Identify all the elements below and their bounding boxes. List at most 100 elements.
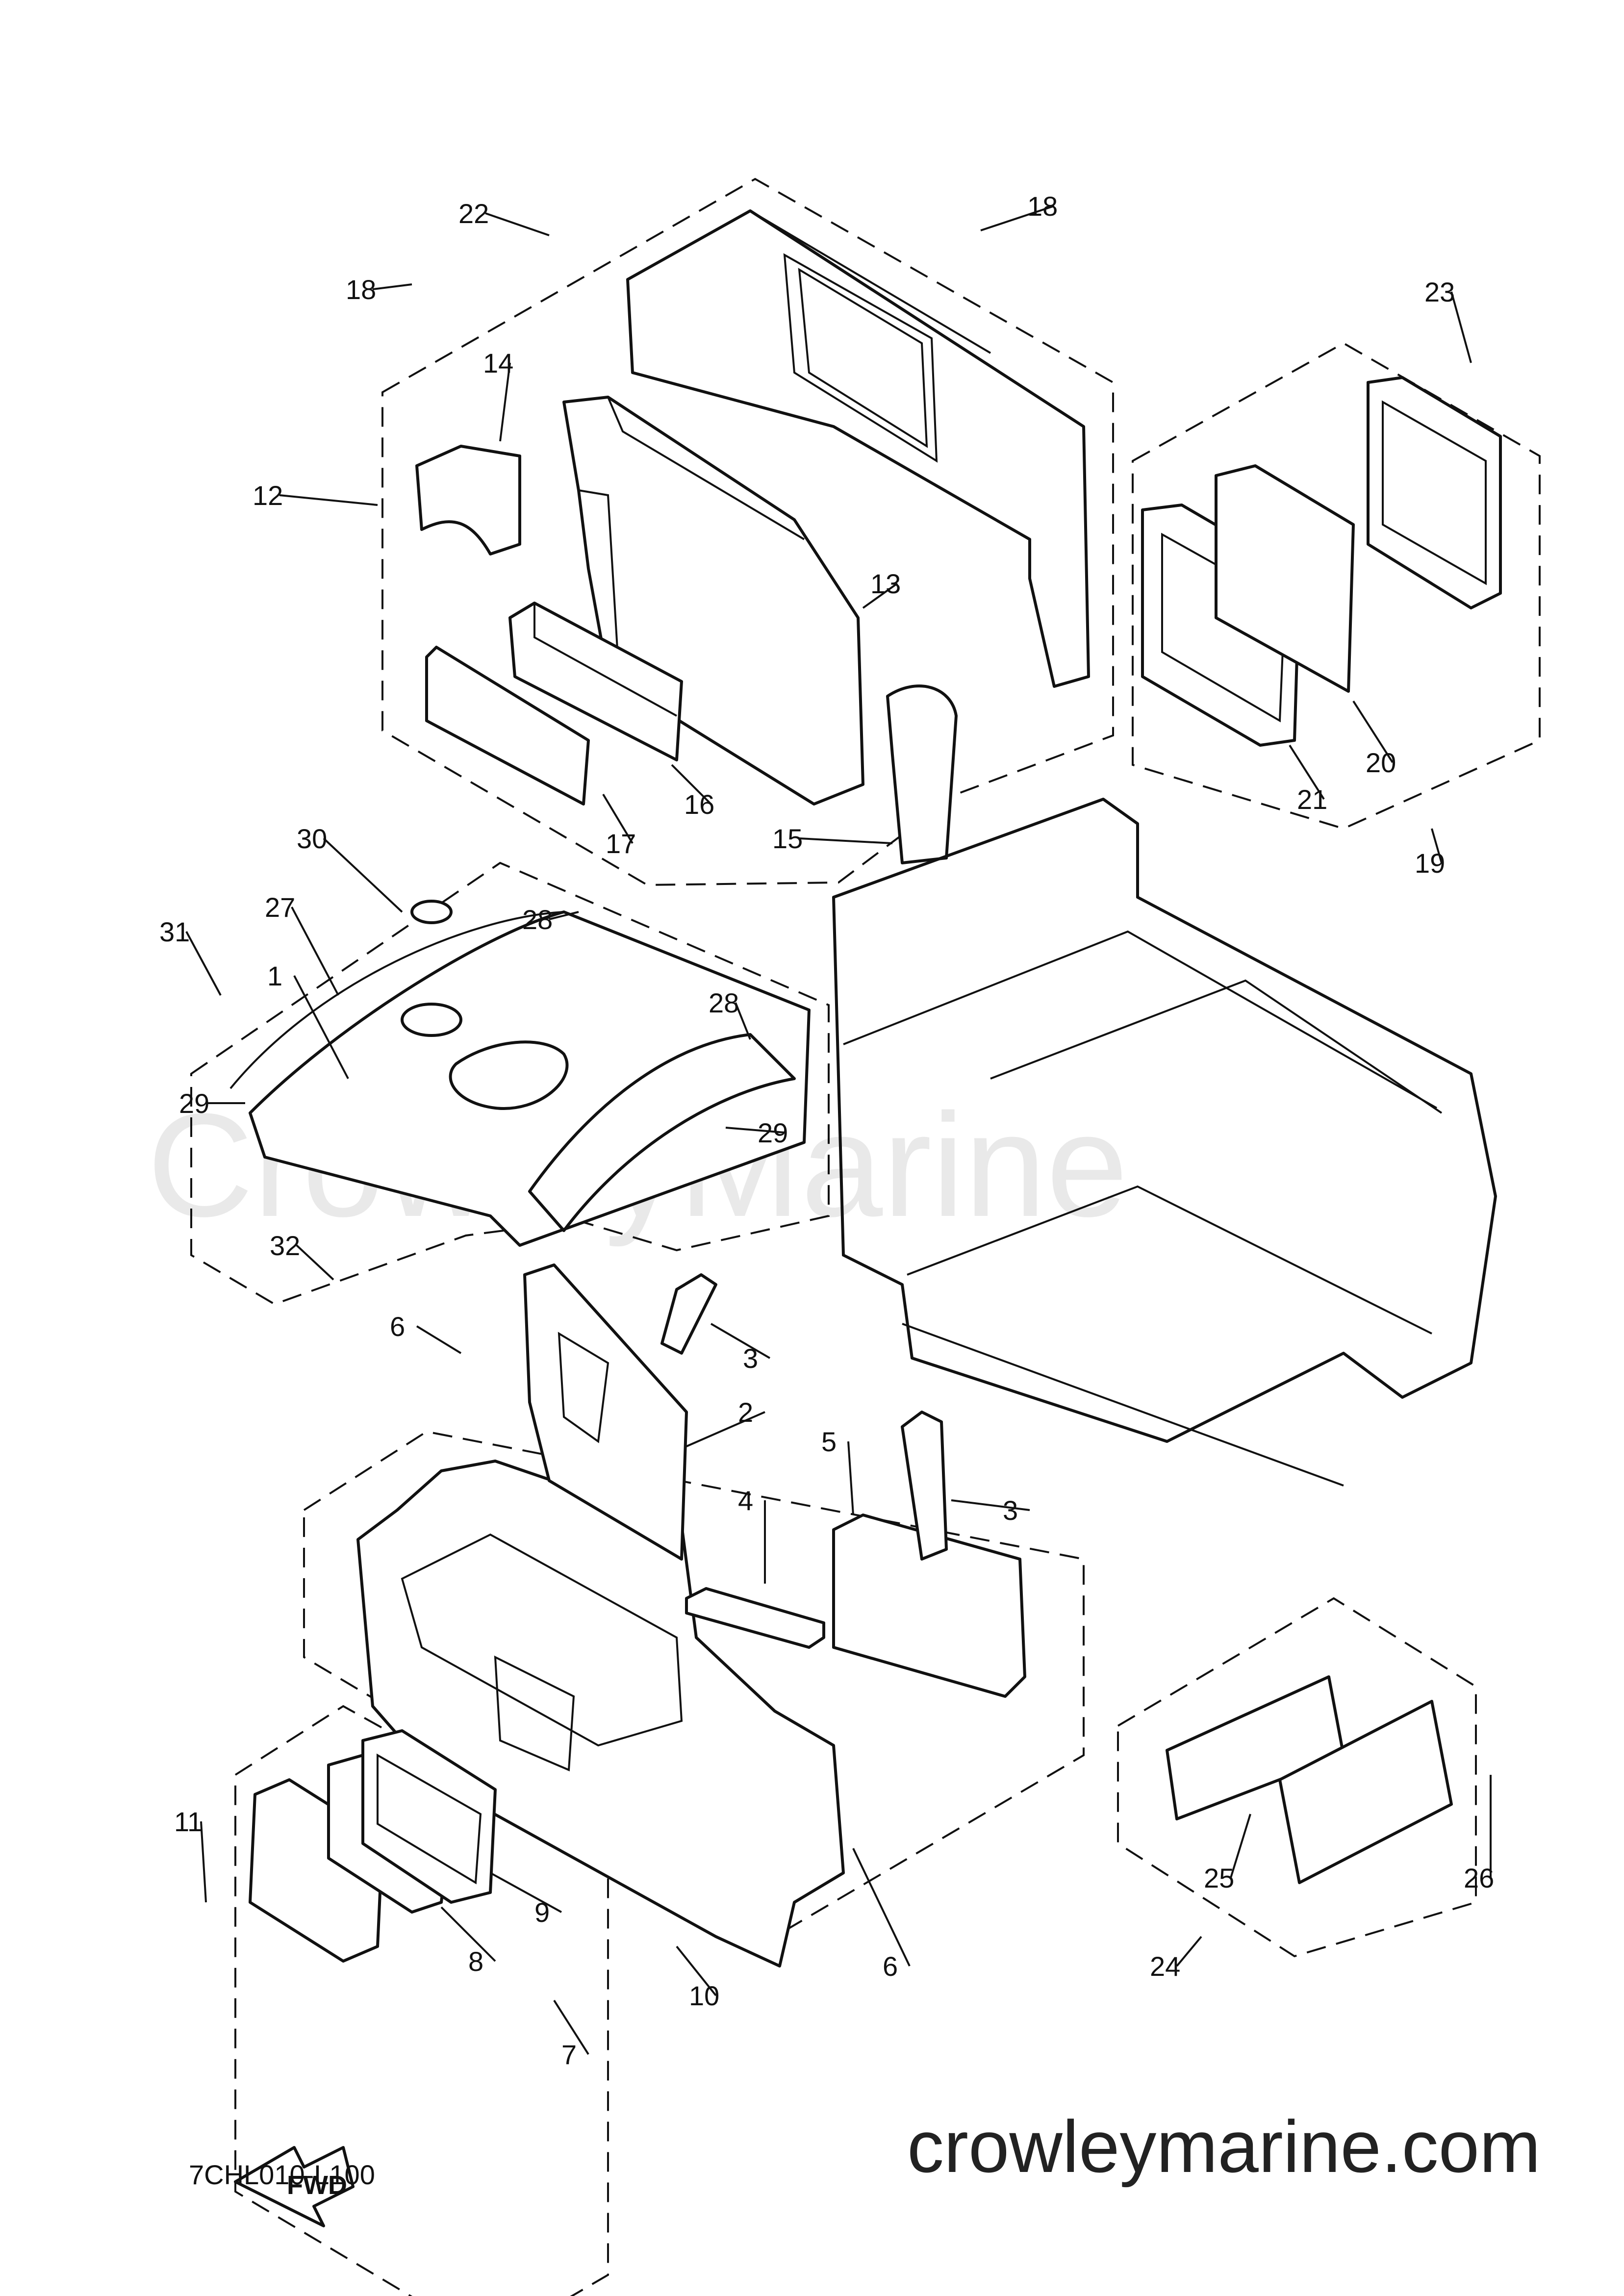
engine-frame-mid xyxy=(843,930,1437,1109)
leader-23 xyxy=(1450,291,1472,363)
part-1-opening xyxy=(401,1533,683,1747)
group-27-boundary xyxy=(190,861,830,1306)
part-20-filter xyxy=(1215,464,1355,693)
part-30-cap xyxy=(410,900,453,924)
fwd-arrow: FWD xyxy=(234,2146,355,2227)
callout-17: 17 xyxy=(606,828,636,859)
part-13-panel xyxy=(562,396,864,806)
leader-28 xyxy=(735,1002,751,1040)
engine-frame xyxy=(832,798,1497,1443)
callout-1: 1 xyxy=(267,960,282,991)
engine-frame-rail xyxy=(907,1185,1432,1335)
engine-frame-base xyxy=(902,1323,1344,1487)
callout-6: 6 xyxy=(883,1951,898,1982)
callout-25: 25 xyxy=(1204,1863,1234,1893)
part-9-frame-inner xyxy=(377,1753,482,1885)
part-5-pad xyxy=(832,1514,1026,1698)
rear-bracket-window xyxy=(783,253,938,463)
leader-27 xyxy=(291,907,339,996)
callout-7: 7 xyxy=(561,2039,577,2070)
reference-code: 7CHL010-L100 xyxy=(189,2159,375,2190)
part-13-fold xyxy=(578,489,619,657)
leader-8 xyxy=(440,1906,496,1962)
callout-24: 24 xyxy=(1150,1951,1180,1982)
website-footer: crowleymarine.com xyxy=(907,2105,1541,2188)
leader-25 xyxy=(1230,1814,1251,1878)
callout-8: 8 xyxy=(468,1946,483,1977)
part-20-cover xyxy=(1367,376,1502,609)
leader-2 xyxy=(686,1411,765,1447)
leader-20 xyxy=(1352,700,1394,763)
leader-31 xyxy=(185,931,222,996)
callout-5: 5 xyxy=(821,1426,837,1457)
callout-19: 19 xyxy=(1415,848,1445,879)
callout-9: 9 xyxy=(534,1897,550,1928)
callout-labels: 1233456678910111213141516171818192021222… xyxy=(159,191,1494,2070)
callout-6: 6 xyxy=(390,1311,405,1342)
leader-24 xyxy=(1176,1936,1202,1967)
part-15-pad xyxy=(886,684,958,864)
callout-3: 3 xyxy=(743,1343,758,1374)
part-30-cap-seat xyxy=(401,1003,462,1037)
fwd-arrow-shape xyxy=(234,2146,355,2227)
leader-9 xyxy=(490,1872,562,1913)
rear-bracket-window-inner xyxy=(798,268,928,448)
leader-14 xyxy=(499,362,511,442)
rear-bracket xyxy=(626,209,1090,688)
callout-3: 3 xyxy=(1003,1495,1018,1526)
callout-11: 11 xyxy=(174,1806,203,1837)
fwd-label: FWD xyxy=(287,2170,347,2200)
callout-20: 20 xyxy=(1366,747,1396,778)
callout-23: 23 xyxy=(1424,277,1455,307)
part-2-pad xyxy=(523,1263,688,1561)
callout-leaders xyxy=(185,205,1492,2055)
group-7-boundary xyxy=(234,1705,609,2296)
group-1-boundary xyxy=(303,1430,1085,1938)
part-17-pad xyxy=(425,646,590,806)
group-19-boundary xyxy=(1132,342,1541,830)
callout-30: 30 xyxy=(297,823,327,854)
leader-22 xyxy=(485,212,550,236)
part-1-lower-cowling xyxy=(356,1460,845,1968)
callout-26: 26 xyxy=(1464,1863,1494,1893)
part-3-pad-lower xyxy=(901,1411,948,1561)
leader-16 xyxy=(671,764,712,805)
callout-18: 18 xyxy=(346,274,376,305)
callout-4: 4 xyxy=(738,1485,753,1516)
callout-12: 12 xyxy=(253,480,283,511)
callout-15: 15 xyxy=(772,823,803,854)
leader-7 xyxy=(553,1999,589,2055)
callout-16: 16 xyxy=(684,789,714,820)
part-3-pad-upper xyxy=(660,1273,717,1355)
part-4-strip xyxy=(685,1587,825,1649)
group-12-boundary xyxy=(381,177,1114,886)
part-2-cutout xyxy=(558,1332,609,1443)
rear-bracket-top xyxy=(749,210,991,354)
callout-29: 29 xyxy=(758,1117,788,1148)
leader-18 xyxy=(372,283,412,290)
callout-28: 28 xyxy=(709,987,739,1018)
leader-17 xyxy=(602,793,634,844)
part-13-edge xyxy=(607,397,805,540)
callout-21: 21 xyxy=(1297,784,1327,815)
callout-31: 31 xyxy=(159,916,190,947)
callout-13: 13 xyxy=(870,568,901,599)
leader-5 xyxy=(847,1441,854,1515)
part-16-edge xyxy=(533,603,677,717)
callout-29: 29 xyxy=(179,1088,209,1119)
leader-15 xyxy=(799,837,893,844)
callout-27: 27 xyxy=(265,892,295,923)
callout-28: 28 xyxy=(522,904,553,935)
leader-30 xyxy=(323,837,403,913)
leader-1 xyxy=(293,975,349,1079)
leader-19 xyxy=(1431,828,1443,863)
leader-3 xyxy=(951,1499,1030,1511)
callout-14: 14 xyxy=(483,348,513,378)
leader-28 xyxy=(549,911,579,920)
group-24-boundary xyxy=(1117,1597,1477,1958)
engine-frame-cross xyxy=(990,979,1443,1114)
leader-3 xyxy=(710,1323,771,1359)
leader-10 xyxy=(676,1945,717,1996)
part-16-pad xyxy=(508,602,683,761)
